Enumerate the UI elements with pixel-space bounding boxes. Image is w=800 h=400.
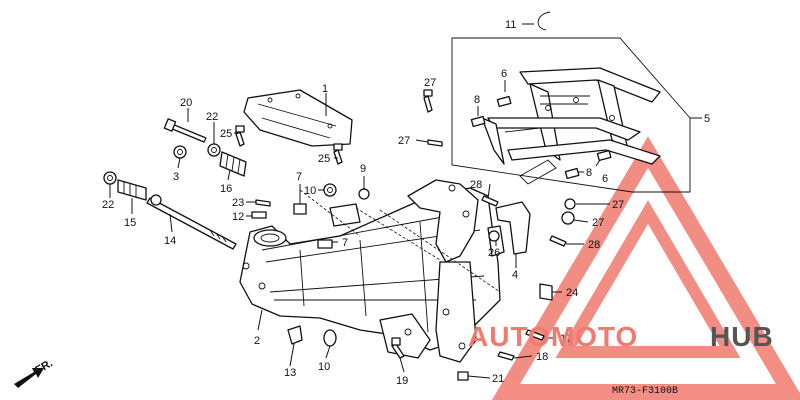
callout-10-upper: 10: [304, 185, 316, 197]
callout-5: 5: [704, 113, 710, 125]
bolt-18: [497, 351, 515, 361]
nut-9: [358, 188, 370, 200]
callout-25-upper: 25: [220, 128, 232, 140]
nut-3: [173, 145, 187, 159]
pin-12: [251, 211, 267, 219]
callout-27-top: 27: [424, 77, 436, 89]
callout-6-top: 6: [501, 68, 507, 80]
sub-frame-group: [451, 37, 691, 193]
bolt-25-lower: [333, 143, 343, 165]
washer-22-upper: [207, 143, 221, 157]
bolt-27-mid: [427, 139, 443, 147]
watermark-brand-part2: HUB: [710, 321, 774, 352]
grommet-13: [287, 325, 303, 345]
callout-24: 24: [566, 287, 578, 299]
callout-12: 12: [232, 211, 244, 223]
main-frame: [239, 179, 501, 363]
bolt-17: [525, 329, 545, 341]
callout-17: 17: [560, 333, 572, 345]
bolt-28-right: [549, 235, 567, 247]
clip-11: [537, 11, 551, 31]
callout-8-top: 8: [474, 94, 480, 106]
callout-19: 19: [396, 375, 408, 387]
callout-16: 16: [220, 183, 232, 195]
bolt-20: [163, 118, 207, 143]
callout-22-upper: 22: [206, 111, 218, 123]
callout-25-lower: 25: [318, 153, 330, 165]
callout-18: 18: [536, 351, 548, 363]
bolt-21: [457, 371, 469, 381]
collar-15: [117, 179, 147, 201]
callout-28-right: 28: [588, 239, 600, 251]
callout-7-lower: 7: [342, 237, 348, 249]
direction-label: FR.: [34, 357, 55, 376]
washer-26: [488, 230, 500, 242]
collar-16: [219, 151, 247, 177]
callout-23: 23: [232, 197, 244, 209]
nut-27-right: [561, 211, 575, 225]
pad-7-lower: [317, 239, 333, 249]
callout-2: 2: [254, 335, 260, 347]
collar-10-lower: [323, 329, 337, 347]
callout-9: 9: [360, 163, 366, 175]
callout-27-mid: 27: [398, 135, 410, 147]
front-direction-arrow-icon: FR.: [14, 357, 55, 388]
callout-10-lower: 10: [318, 361, 330, 373]
callout-27-right: 27: [592, 217, 604, 229]
callout-3: 3: [173, 171, 179, 183]
callout-8-right: 8: [586, 167, 592, 179]
callout-28-upper: 28: [470, 179, 482, 191]
bolt-23: [255, 199, 271, 207]
bolt-25-upper: [235, 125, 245, 147]
callout-7-upper: 7: [296, 171, 302, 183]
callout-20: 20: [180, 97, 192, 109]
callout-13: 13: [284, 367, 296, 379]
leader-lines: [109, 23, 702, 379]
watermark-brand-part1: AUTOMOTO: [468, 321, 638, 352]
callout-4: 4: [512, 269, 518, 281]
clip-24: [539, 283, 553, 301]
callout-15: 15: [124, 217, 136, 229]
callout-27-far-right: 27: [612, 199, 624, 211]
callout-labels: 1 2 3 4 5 6 6 7 7 8 8 9 10 10 11 12 13 1…: [102, 19, 710, 387]
pivot-bolt-14: [146, 194, 237, 250]
washer-6-right: [564, 198, 576, 210]
callout-11: 11: [505, 19, 516, 31]
bolt-27-top: [423, 89, 433, 113]
watermark-logo-icon: [491, 136, 800, 400]
washer-22-left: [103, 171, 117, 185]
callout-26: 26: [488, 247, 500, 259]
nut-10-upper: [323, 183, 337, 197]
callout-22-left: 22: [102, 199, 114, 211]
callout-6-right: 6: [602, 173, 608, 185]
diagram-code: MR73-F3100B: [612, 386, 678, 397]
callout-21: 21: [492, 373, 504, 385]
callout-1: 1: [322, 83, 328, 95]
callout-14: 14: [164, 235, 176, 247]
pad-7-upper: [293, 203, 307, 215]
bolt-28-upper: [481, 195, 499, 207]
bracket-part-1: [243, 89, 353, 147]
